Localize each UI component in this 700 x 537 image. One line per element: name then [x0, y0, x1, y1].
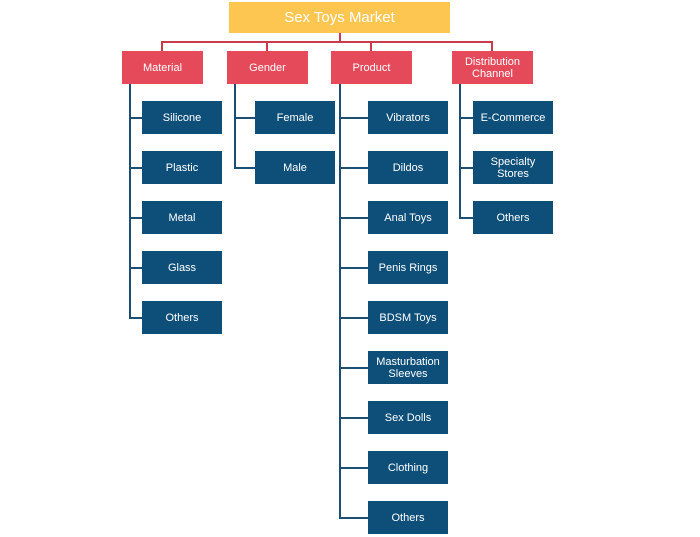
- leaf-node: Specialty Stores: [473, 151, 553, 184]
- leaf-node: Dildos: [368, 151, 448, 184]
- leaf-node: Male: [255, 151, 335, 184]
- branch-connector: [339, 267, 368, 269]
- category-connector-product: [370, 41, 372, 51]
- root-node: Sex Toys Market: [229, 2, 450, 33]
- branch-connector: [234, 117, 255, 119]
- leaf-node: Metal: [142, 201, 222, 234]
- branch-connector: [459, 117, 473, 119]
- branch-connector: [129, 267, 142, 269]
- branch-connector: [339, 417, 368, 419]
- leaf-node: Clothing: [368, 451, 448, 484]
- leaf-node: Plastic: [142, 151, 222, 184]
- branch-connector: [234, 167, 255, 169]
- branch-connector: [459, 167, 473, 169]
- leaf-node: Others: [142, 301, 222, 334]
- branch-connector: [129, 317, 142, 319]
- branch-connector: [339, 167, 368, 169]
- category-material: Material: [122, 51, 203, 84]
- branch-connector: [339, 367, 368, 369]
- category-distribution-channel: Distribution Channel: [452, 51, 533, 84]
- leaf-node: Penis Rings: [368, 251, 448, 284]
- leaf-node: Silicone: [142, 101, 222, 134]
- leaf-node: Sex Dolls: [368, 401, 448, 434]
- category-connector-horizontal: [161, 41, 493, 43]
- leaf-node: BDSM Toys: [368, 301, 448, 334]
- branch-connector: [339, 117, 368, 119]
- leaf-node: Others: [368, 501, 448, 534]
- leaf-node: Glass: [142, 251, 222, 284]
- leaf-node: Others: [473, 201, 553, 234]
- branch-connector: [129, 167, 142, 169]
- category-connector-distribution: [491, 41, 493, 51]
- category-product: Product: [331, 51, 412, 84]
- branch-connector: [129, 117, 142, 119]
- category-gender: Gender: [227, 51, 308, 84]
- leaf-node: Anal Toys: [368, 201, 448, 234]
- branch-connector: [129, 217, 142, 219]
- category-connector-gender: [266, 41, 268, 51]
- category-connector-material: [161, 41, 163, 51]
- spine-gender: [234, 84, 236, 168]
- root-connector-vertical: [339, 33, 341, 42]
- leaf-node: Female: [255, 101, 335, 134]
- branch-connector: [339, 217, 368, 219]
- branch-connector: [339, 517, 368, 519]
- spine-distribution-channel: [459, 84, 461, 218]
- leaf-node: Vibrators: [368, 101, 448, 134]
- branch-connector: [339, 317, 368, 319]
- branch-connector: [339, 467, 368, 469]
- branch-connector: [459, 217, 473, 219]
- leaf-node: Masturbation Sleeves: [368, 351, 448, 384]
- spine-material: [129, 84, 131, 318]
- spine-product: [339, 84, 341, 518]
- leaf-node: E-Commerce: [473, 101, 553, 134]
